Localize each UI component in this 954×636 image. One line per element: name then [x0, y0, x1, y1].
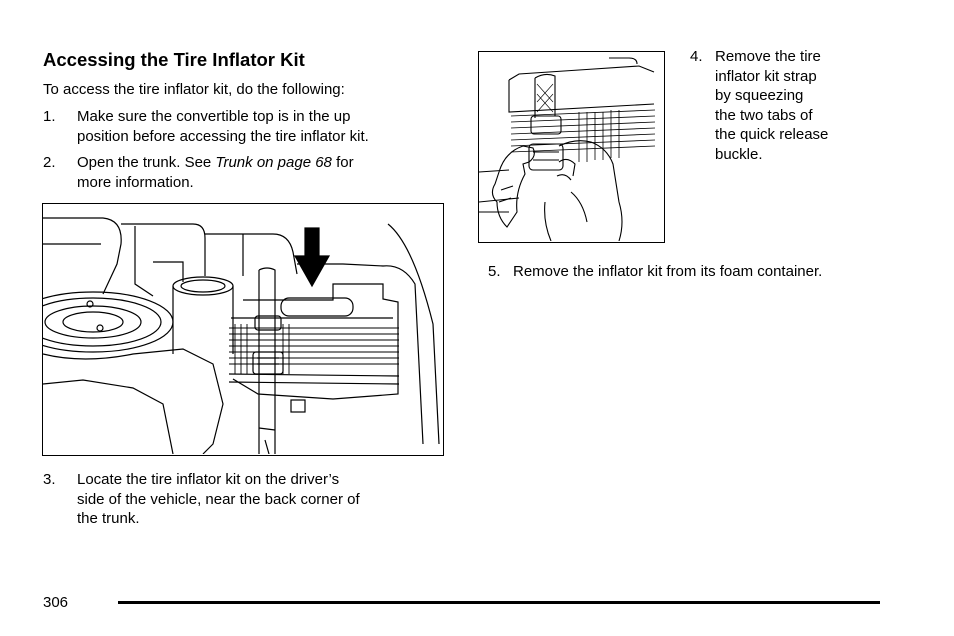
step-line: the trunk.: [77, 510, 140, 527]
step-line: Open the trunk. See Trunk on page 68 for: [77, 153, 354, 173]
step-3: 3. Locate the tire inflator kit on the d…: [43, 470, 443, 530]
step-number: 3.: [43, 471, 56, 488]
step-number: 2.: [43, 154, 56, 171]
intro-text: To access the tire inflator kit, do the …: [43, 81, 345, 98]
section-title: Accessing the Tire Inflator Kit: [43, 49, 305, 70]
step-number: 4.: [690, 48, 703, 65]
step-line: more information.: [77, 173, 194, 191]
step-line: inflator kit strap: [715, 67, 817, 85]
step-text: for: [331, 154, 354, 171]
hands-buckle-illustration: [479, 57, 656, 241]
step-1: 1. Make sure the convertible top is in t…: [43, 107, 443, 147]
step-line: the quick release: [715, 126, 829, 143]
step-line: Remove the inflator kit from its foam co…: [513, 263, 823, 280]
page-number: 306: [43, 594, 69, 611]
buckle-squeeze-figure: [478, 51, 665, 243]
step-line: the two tabs of: [715, 106, 813, 124]
step-number: 5.: [488, 263, 501, 280]
step-line: buckle.: [715, 145, 763, 163]
step-number: 1.: [43, 108, 56, 125]
step-line: position before accessing the tire infla…: [77, 127, 369, 145]
trunk-illustration: [43, 217, 440, 454]
trunk-page-link[interactable]: Trunk on page 68: [215, 154, 332, 171]
step-line: Remove the tire: [715, 48, 821, 65]
step-5: 5. Remove the inflator kit from its foam…: [488, 262, 908, 284]
step-line: Make sure the convertible top is in the …: [77, 108, 351, 125]
step-text: Open the trunk. See: [77, 154, 216, 171]
trunk-inflator-kit-figure: [42, 203, 444, 456]
step-line: side of the vehicle, near the back corne…: [77, 490, 360, 508]
step-line: by squeezing: [715, 87, 804, 104]
step-2: 2. Open the trunk. See Trunk on page 68 …: [43, 153, 443, 193]
footer-rule: [118, 601, 880, 604]
step-line: Locate the tire inflator kit on the driv…: [77, 471, 340, 488]
step-4: 4. Remove the tire inflator kit strap by…: [690, 47, 890, 167]
